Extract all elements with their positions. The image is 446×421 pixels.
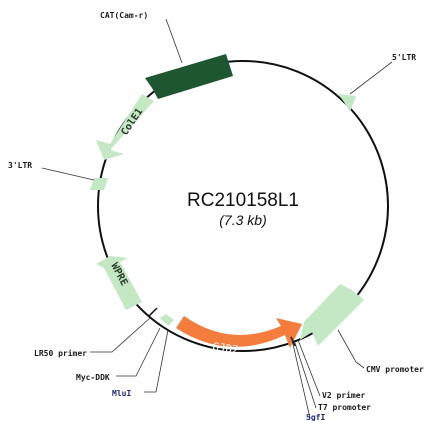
ltr3-feature-arrow	[90, 178, 108, 190]
gjd2-feature-arrow	[176, 316, 302, 348]
plasmid-backbone	[97, 60, 389, 352]
t7-leader	[293, 339, 317, 409]
mlui-label: MluI	[112, 389, 131, 398]
t7-label: T7 promoter	[318, 403, 371, 412]
cole1-label: ColE1	[119, 107, 145, 138]
v2-label: V2 primer	[322, 390, 366, 400]
cole1-feature-arrow	[96, 94, 154, 160]
plasmid-name: RC210158L1	[187, 190, 299, 211]
cat-leader	[165, 18, 183, 64]
ltr5-leader	[349, 61, 393, 95]
mycddk-leader	[116, 327, 161, 377]
cat-feature-arrow	[145, 54, 233, 99]
cmv-feature-arrow	[300, 284, 364, 346]
ltr5-feature-arrow	[338, 94, 356, 112]
cmv-leader	[337, 329, 365, 369]
ltr3-leader	[41, 167, 95, 181]
sgfi-leader	[291, 339, 311, 419]
ltr5-label: 5'LTR	[392, 53, 416, 62]
lr50-label: LR50 primer	[34, 348, 87, 358]
sgfi-label: SgfI	[306, 413, 325, 421]
cat-label: CAT(Cam-r)	[100, 11, 148, 20]
gjd2-label: GJD2	[212, 340, 240, 357]
mycddk-label: Myc-DDK	[76, 373, 110, 382]
plasmid-size: (7.3 kb)	[219, 212, 266, 228]
lr50-leader	[90, 317, 151, 353]
v2-tick	[290, 336, 296, 347]
lr50-tick	[148, 307, 158, 317]
wpre-feature-arrow	[96, 256, 142, 310]
mlui-leader	[144, 329, 169, 393]
ltr3-label: 3'LTR	[8, 161, 32, 170]
cmv-label: CMV promoter	[366, 365, 424, 374]
v2-leader	[297, 339, 321, 397]
lr50-marker	[160, 314, 174, 326]
